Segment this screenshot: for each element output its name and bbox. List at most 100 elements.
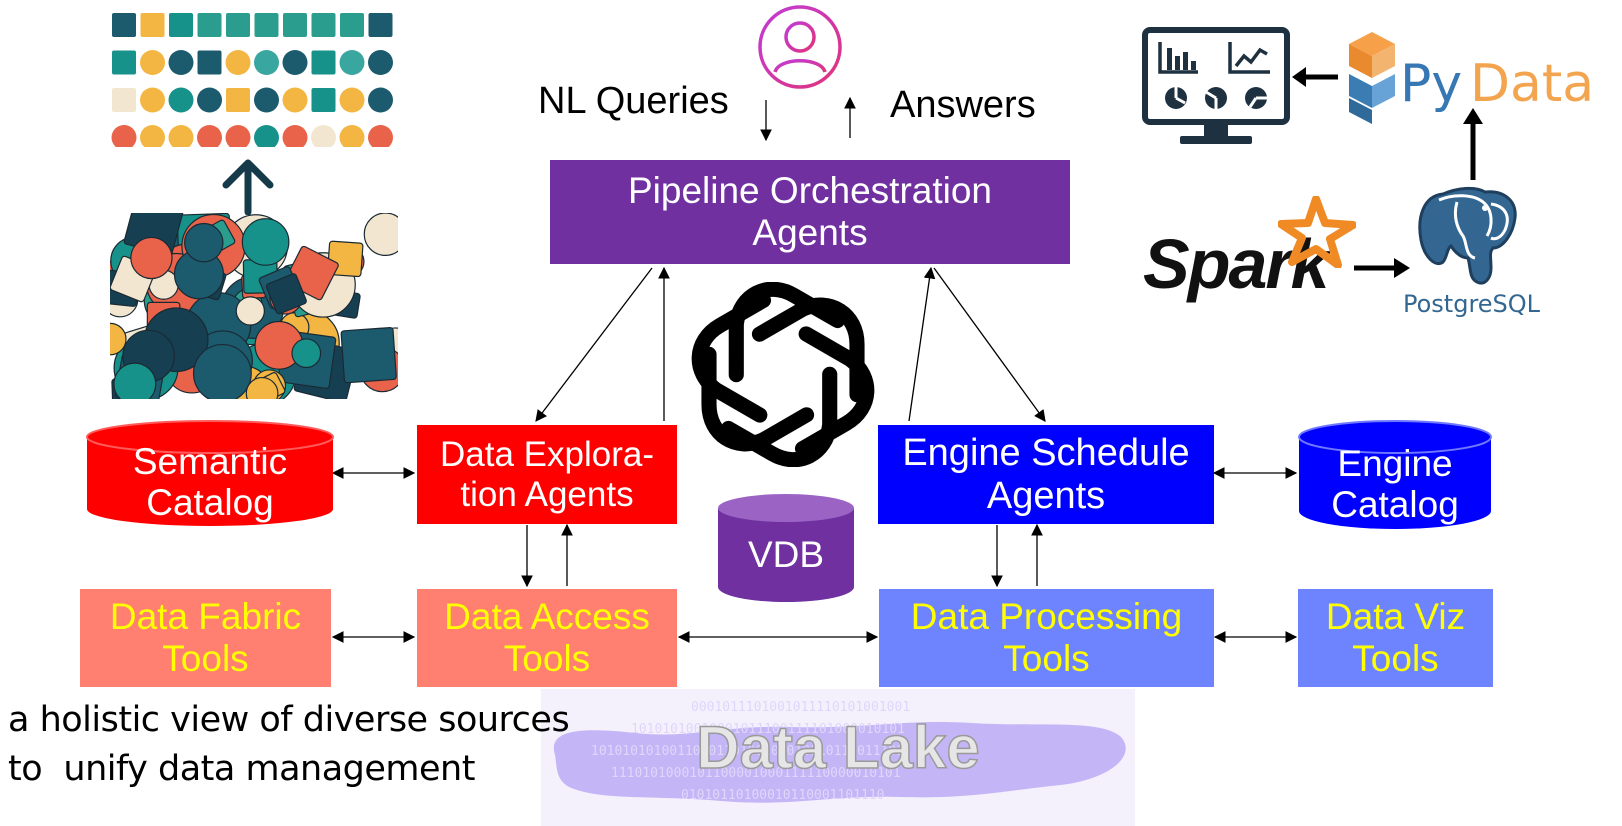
engine-catalog-label: Engine Catalog (1331, 442, 1459, 525)
openai-logo-segment (720, 366, 838, 467)
pydata-logo-icon (1349, 32, 1395, 124)
scatter-shape (265, 273, 307, 315)
grid-shape (282, 50, 308, 75)
openai-logo-segment (691, 292, 772, 423)
data-lake-title: Data Lake (696, 714, 979, 781)
grid-shape (197, 13, 222, 37)
openai-logo-segment (794, 326, 875, 457)
grid-shape (140, 50, 165, 75)
scatter-shape (184, 222, 224, 263)
pipeline-orchestration-agents-box: Pipeline Orchestration Agents (550, 160, 1070, 264)
grid-shape (140, 125, 165, 147)
grid-shape (226, 88, 250, 112)
nl-queries-label: NL Queries (538, 80, 729, 122)
scatter-shape (130, 236, 173, 280)
grid-shape (169, 13, 193, 37)
grid-shape (311, 125, 336, 147)
postgresql-text: PostgreSQL (1403, 290, 1541, 318)
data-viz-tools-box: Data Viz Tools (1298, 589, 1493, 687)
grid-shape (112, 13, 136, 37)
binary-text-row: 1110101000101100001000111110000010101 (611, 766, 901, 781)
grid-shape (339, 87, 365, 113)
scatter-shape (291, 338, 322, 369)
engine-to-orch-arrow (908, 266, 936, 422)
organized-data-grid-icon (111, 13, 393, 147)
grid-shape (283, 13, 307, 37)
scatter-shape (363, 213, 398, 256)
data-lake-blob: 0001011101001011110101001001 101010100100… (541, 689, 1135, 826)
grid-shape (197, 87, 222, 113)
data-exploration-agents-box: Data Explora- tion Agents (417, 425, 677, 524)
grid-shape (282, 125, 308, 147)
grid-shape (339, 125, 365, 147)
grid-shape (254, 13, 279, 37)
grid-shape (368, 125, 393, 147)
vdb-label: VDB (747, 534, 825, 576)
grid-shape (254, 50, 279, 75)
grid-shape (339, 50, 365, 75)
dashboard-monitor-icon (1142, 27, 1290, 144)
caption-line-1: a holistic view of diverse sources (8, 700, 570, 740)
caption-line-2: to unify data management (8, 749, 475, 789)
user-icon (758, 5, 842, 89)
engine-catalog-cylinder (1298, 420, 1492, 529)
scatter-shape (340, 326, 397, 384)
openai-logo-segment (728, 282, 846, 383)
up-arrow-icon (222, 159, 274, 215)
postgres-to-pydata-arrow (1463, 108, 1483, 180)
vdb-cylinder (718, 494, 854, 602)
grid-shape (368, 87, 393, 113)
grid-shape (282, 87, 308, 113)
grid-shape (111, 125, 137, 147)
scatter-shape (110, 322, 127, 356)
grid-shape (368, 50, 393, 75)
scatter-shape (192, 343, 252, 399)
grid-shape (254, 125, 279, 147)
grid-shape (168, 125, 194, 147)
binary-text-row: 1010101010011010110100101010110111011101 (591, 744, 904, 759)
answers-label: Answers (890, 84, 1036, 126)
spark-to-postgres-arrow (1354, 258, 1410, 278)
scatter-shape (241, 218, 290, 266)
grid-shape (112, 88, 136, 112)
grid-shape (368, 13, 393, 37)
scatter-shape (235, 296, 265, 326)
grid-shape (254, 87, 279, 113)
grid-shape (340, 13, 364, 37)
pydata-to-dashboard-arrow (1292, 67, 1338, 87)
binary-text-row: 0001011101001011110101001001 (691, 700, 910, 715)
grid-shape (112, 50, 136, 75)
scatter-shape (113, 362, 157, 399)
grid-shape (168, 87, 194, 113)
orch-to-exploration-arrow (535, 267, 653, 422)
spark-logo-icon (1278, 196, 1356, 268)
grid-shape (226, 13, 250, 37)
openai-logo-icon (691, 282, 875, 467)
openai-logo-segment (701, 346, 815, 452)
pydata-data-text: Data (1470, 54, 1595, 114)
grid-shape (168, 50, 194, 75)
scattered-data-shapes-icon (110, 213, 398, 399)
pydata-py-text: Py (1400, 54, 1463, 114)
postgresql-elephant-icon (1418, 186, 1517, 285)
grid-shape (311, 88, 336, 112)
semantic-catalog-cylinder (86, 420, 334, 526)
grid-shape (140, 87, 165, 113)
scatter-shape (245, 376, 279, 399)
data-processing-tools-box: Data Processing Tools (879, 589, 1214, 687)
binary-text-row: 01010110100010110001101110 (681, 788, 885, 803)
semantic-catalog-label: Semantic Catalog (132, 440, 288, 523)
orch-to-engine-arrow (933, 267, 1046, 422)
grid-shape (225, 50, 251, 75)
grid-shape (197, 50, 222, 75)
grid-shape (311, 50, 336, 75)
grid-shape (311, 13, 336, 37)
grid-shape (197, 125, 222, 147)
data-access-tools-box: Data Access Tools (417, 589, 677, 687)
binary-text-row: 10101010010001011100111101000010101 (631, 722, 905, 737)
grid-shape (225, 125, 251, 147)
engine-schedule-agents-box: Engine Schedule Agents (878, 425, 1214, 524)
data-fabric-tools-box: Data Fabric Tools (80, 589, 331, 687)
